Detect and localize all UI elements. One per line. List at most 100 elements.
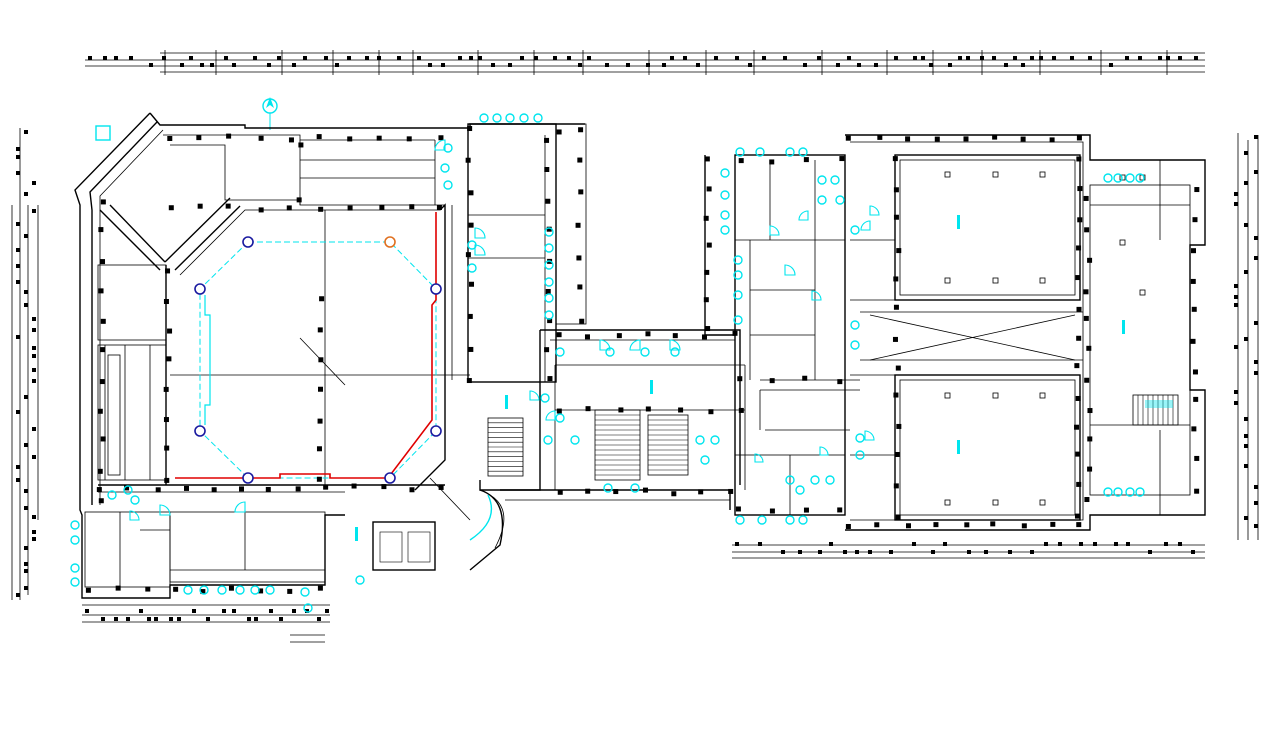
fixture-marker-icon [733, 290, 743, 300]
dimension-tick [24, 546, 28, 550]
fixture-marker-icon [1103, 487, 1113, 497]
dimension-tick [232, 63, 236, 67]
dimension-tick [1166, 56, 1170, 60]
dimension-tick [1234, 390, 1238, 394]
column-marker-icon [468, 346, 474, 352]
column-marker-icon [1087, 436, 1093, 442]
fixture-marker-icon [123, 485, 133, 495]
dimension-tick [1030, 550, 1034, 554]
column-marker-icon [738, 407, 744, 413]
fixture-marker-icon [107, 490, 117, 500]
column-marker-icon [430, 283, 442, 295]
dimension-tick [874, 63, 878, 67]
dimension-tick [24, 489, 28, 493]
dimension-tick [931, 550, 935, 554]
column-marker-icon [577, 284, 583, 290]
ceiling-fixture-icon [1039, 499, 1046, 506]
dimension-tick [843, 550, 847, 554]
column-marker-icon [1049, 137, 1055, 143]
column-marker-icon [738, 158, 744, 164]
column-marker-icon [167, 328, 173, 334]
fixture-marker-icon [355, 575, 365, 585]
column-marker-icon [347, 136, 353, 142]
door-swing-icon [669, 339, 681, 351]
column-marker-icon [97, 468, 103, 474]
dimension-tick [254, 617, 258, 621]
dimension-tick [1008, 550, 1012, 554]
dimension-tick [948, 63, 952, 67]
column-marker-icon [164, 477, 170, 483]
dimension-tick [992, 56, 996, 60]
dimension-tick [783, 56, 787, 60]
dimension-tick [670, 56, 674, 60]
dimension-tick [162, 56, 166, 60]
column-marker-icon [585, 488, 591, 494]
dimension-tick [817, 56, 821, 60]
column-marker-icon [839, 156, 845, 162]
dimension-tick [303, 56, 307, 60]
door-swing-icon [798, 210, 809, 221]
dimension-tick [1254, 170, 1258, 174]
fixture-marker-icon [1125, 173, 1135, 183]
column-marker-icon [545, 198, 551, 204]
column-marker-icon [585, 406, 591, 412]
column-marker-icon [317, 585, 323, 591]
column-marker-icon [1076, 306, 1082, 312]
dimension-tick [16, 155, 20, 159]
column-marker-icon [1083, 315, 1089, 321]
dimension-tick [696, 63, 700, 67]
ceiling-fixture-icon [992, 392, 999, 399]
dimension-tick [1244, 444, 1248, 448]
bottom-dimension-string [82, 542, 1205, 643]
dimension-tick [24, 290, 28, 294]
column-marker-icon [466, 378, 472, 384]
dimension-tick [32, 346, 36, 350]
door-swing-icon [529, 390, 540, 401]
column-marker-icon [438, 135, 444, 141]
dimension-tick [683, 56, 687, 60]
staircase-icon [487, 417, 524, 477]
dimension-tick [478, 56, 482, 60]
column-marker-icon [265, 486, 271, 492]
column-marker-icon [642, 487, 648, 493]
east-hall-fixtures [944, 171, 1146, 506]
fixture-marker-icon [300, 587, 310, 597]
column-marker-icon [963, 136, 969, 142]
dimension-tick [1030, 56, 1034, 60]
column-marker-icon [1077, 217, 1083, 223]
column-marker-icon [802, 375, 808, 381]
dimension-tick [210, 63, 214, 67]
column-marker-icon [618, 407, 624, 413]
fixture-marker-icon [733, 315, 743, 325]
column-marker-icon [242, 472, 254, 484]
dimension-tick [1158, 56, 1162, 60]
column-marker-icon [286, 205, 292, 211]
dimension-tick [735, 542, 739, 546]
fixture-marker-icon [130, 495, 140, 505]
dimension-tick [1070, 56, 1074, 60]
west-wing-walls [74, 112, 585, 599]
column-marker-icon [703, 297, 709, 303]
dimension-tick [16, 222, 20, 226]
dimension-tick [114, 617, 118, 621]
column-marker-icon [1076, 245, 1082, 251]
column-marker-icon [905, 136, 911, 142]
dimension-tick [1254, 485, 1258, 489]
dimension-tick [578, 63, 582, 67]
dimension-tick [1164, 542, 1168, 546]
bottom-dimension-ticks [85, 542, 1195, 621]
column-marker-icon [893, 214, 899, 220]
column-marker-icon [436, 205, 442, 211]
fixture-marker-icon [817, 175, 827, 185]
dimension-tick [16, 335, 20, 339]
dimension-tick [129, 56, 133, 60]
dimension-tick [24, 130, 28, 134]
column-marker-icon [173, 586, 179, 592]
dimension-tick [154, 617, 158, 621]
column-marker-icon [769, 508, 775, 514]
column-marker-icon [1084, 497, 1090, 503]
fixture-marker-icon [555, 347, 565, 357]
dimension-tick [397, 56, 401, 60]
door-swing-icon [159, 504, 171, 516]
door-swing-icon [754, 453, 764, 463]
